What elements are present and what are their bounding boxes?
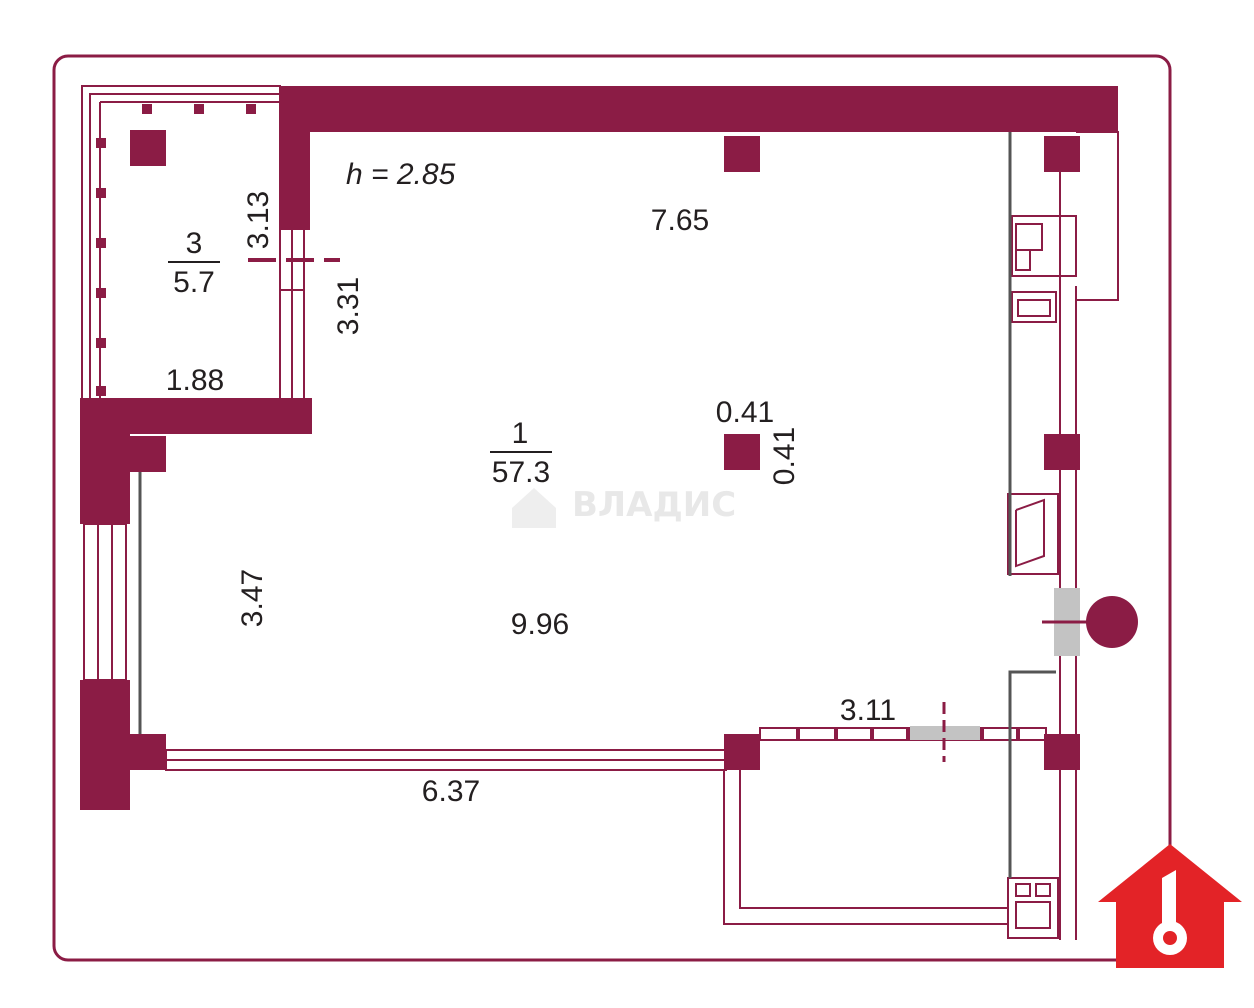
dimension-inner-height: 3.31 [332, 277, 365, 335]
watermark-text: ВЛАДИС [572, 485, 736, 525]
dimension-balcony-height: 3.13 [242, 191, 275, 249]
ceiling-height-label: h = 2.85 [346, 158, 456, 191]
house-key-icon [1098, 844, 1242, 968]
plan-frame [52, 54, 1172, 962]
column [130, 734, 166, 770]
balcony-glazing-posts [96, 104, 256, 396]
dimension-top-width: 7.65 [651, 204, 709, 237]
left-window [83, 523, 127, 681]
balcony-door-gray [910, 726, 980, 740]
dimension-left-height: 3.47 [236, 569, 269, 627]
dimension-bottom-width: 6.37 [422, 775, 480, 808]
column [1044, 434, 1080, 470]
columns [130, 130, 1080, 770]
column [724, 136, 760, 172]
dimension-lower-balcony-width: 3.11 [840, 694, 896, 727]
dimension-column-width: 0.41 [716, 396, 774, 429]
lower-balcony-walls [723, 727, 1047, 925]
balcony-room-number: 3 [186, 227, 203, 260]
dimension-balcony-width: 1.88 [166, 364, 224, 397]
structural-walls [80, 86, 1118, 810]
column [1044, 734, 1080, 770]
main-room-area: 57.3 [492, 456, 550, 489]
watermark: ВЛАДИС [512, 485, 736, 528]
right-partitions [1008, 132, 1056, 878]
main-room-number: 1 [512, 417, 529, 450]
column [1044, 136, 1080, 172]
column [130, 436, 166, 472]
column [724, 434, 760, 470]
balcony-room-area: 5.7 [173, 266, 215, 299]
watermark-house-icon [512, 488, 556, 528]
lower-balcony-glazing [796, 728, 1020, 740]
column [130, 130, 166, 166]
right-wall [1007, 131, 1119, 940]
dimension-column-height: 0.41 [768, 427, 801, 485]
dimension-main-length: 9.96 [511, 608, 569, 641]
entrance-circle [1086, 596, 1138, 648]
column [724, 734, 760, 770]
bottom-window [165, 749, 727, 771]
